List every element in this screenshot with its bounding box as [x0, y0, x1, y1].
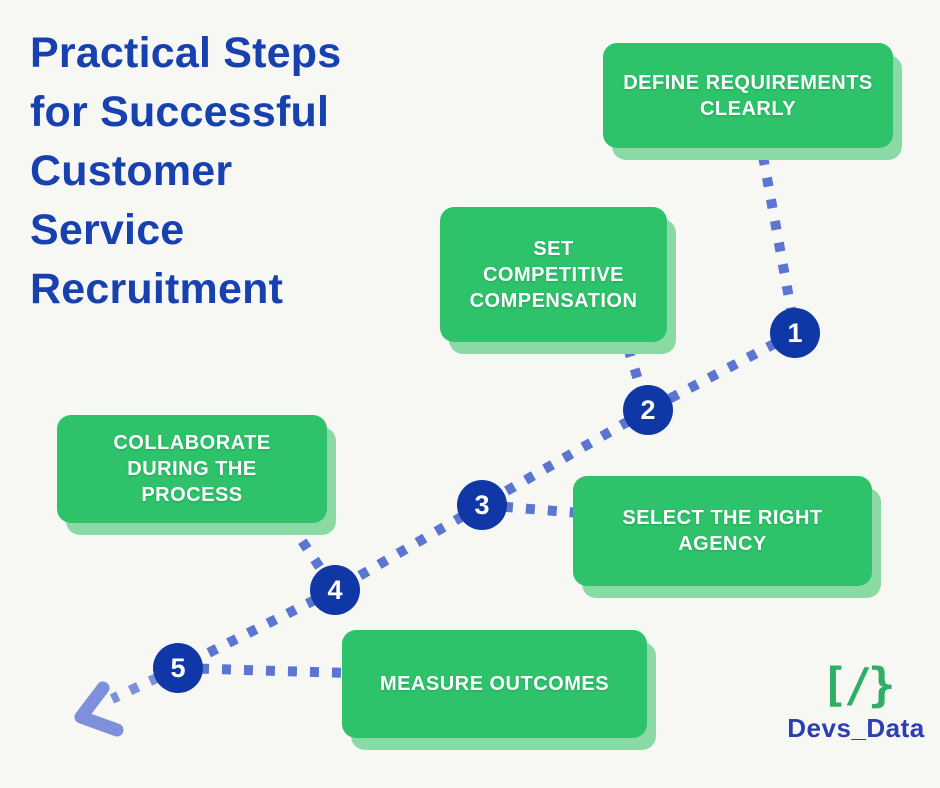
- step-number-badge-3: 3: [457, 480, 507, 530]
- connector-3-to-4: [332, 500, 485, 595]
- step-box-set-compensation: SET COMPETITIVE COMPENSATION: [440, 207, 667, 342]
- step-number-badge-4: 4: [310, 565, 360, 615]
- connector-5-to-outcomes: [177, 663, 349, 678]
- brand-logo: [/} Devs_Data: [778, 660, 934, 744]
- brand-name: Devs_Data: [787, 712, 925, 743]
- connector-1-to-2: [645, 328, 798, 415]
- step-number-badge-2: 2: [623, 385, 673, 435]
- step-box-collaborate: COLLABORATE DURING THE PROCESS: [57, 415, 327, 523]
- step-box-measure-outcomes: MEASURE OUTCOMES: [342, 630, 647, 738]
- connector-define-to-1: [758, 155, 798, 321]
- page-title: Practical Steps for Successful Customer …: [30, 29, 342, 313]
- step-number-badge-1: 1: [770, 308, 820, 358]
- connector-2-to-3: [479, 405, 651, 510]
- step-box-select-agency: SELECT THE RIGHT AGENCY: [573, 476, 872, 586]
- step-box-define-requirements: DEFINE REQUIREMENTS CLEARLY: [603, 43, 893, 148]
- connector-3-to-agency: [481, 500, 581, 518]
- connector-4-to-5: [175, 585, 338, 673]
- step-number-badge-5: 5: [153, 643, 203, 693]
- code-brackets-icon: [/}: [820, 658, 895, 712]
- flow-arrow-icon: [74, 681, 124, 737]
